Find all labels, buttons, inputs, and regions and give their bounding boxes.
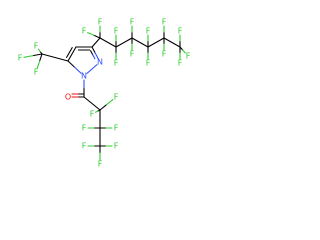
bond-n2-n1 bbox=[86, 64, 98, 74]
atom-label-f-3: F bbox=[34, 68, 39, 77]
bond-p2-p3 bbox=[115, 37, 133, 48]
bond-cco-ca bbox=[83, 96, 101, 111]
bond-c3-n2-inner-n bbox=[92, 54, 96, 60]
atom-label-o: O bbox=[65, 93, 71, 102]
atom-label-f-2: F bbox=[18, 54, 23, 63]
bond-p1-f2-h bbox=[87, 32, 95, 36]
atom-label-f-11: F bbox=[98, 18, 103, 27]
bond-c5-n1-c bbox=[67, 60, 76, 68]
bond-ca-f1-h bbox=[105, 98, 114, 106]
bond-c5-cf3 bbox=[41, 53, 69, 62]
bond-cf3-f3-c bbox=[39, 53, 43, 62]
atom-label-f-5: F bbox=[90, 110, 95, 119]
atom-label-f-12: F bbox=[82, 27, 87, 36]
atom-label-f-1: F bbox=[34, 42, 39, 51]
bond-p1-p2 bbox=[99, 37, 117, 48]
atom-label-f-15: F bbox=[130, 18, 135, 27]
bond-c3-n2-inner-c bbox=[90, 50, 94, 56]
bond-c5-c4-inner bbox=[66, 47, 73, 58]
atom-label-f-21: F bbox=[178, 27, 183, 36]
atom-label-f-19: F bbox=[162, 18, 167, 27]
atom-label-f-9: F bbox=[114, 142, 119, 151]
atom-label-f-18: F bbox=[146, 59, 151, 68]
bond-p4-p5 bbox=[147, 37, 165, 48]
bond-ca-f2-h bbox=[95, 110, 99, 113]
atom-label-f-13: F bbox=[114, 27, 119, 36]
bond-c3-n2-c bbox=[91, 46, 96, 54]
bond-p3-p4 bbox=[131, 37, 149, 48]
atom-label-f-17: F bbox=[146, 27, 151, 36]
atom-label-f-6: F bbox=[82, 124, 87, 133]
bond-cf3-f3-h bbox=[36, 60, 41, 69]
atom-label-f-14: F bbox=[114, 59, 119, 68]
atom-label-f-22: F bbox=[186, 52, 191, 61]
bond-c3-n2-h bbox=[94, 52, 99, 60]
bond-c3-p1 bbox=[91, 37, 101, 48]
bond-p1-f2-c bbox=[93, 34, 101, 39]
bond-cf3-f2-c bbox=[32, 53, 43, 57]
bond-c5-c4 bbox=[67, 46, 77, 62]
atom-label-f-10: F bbox=[98, 160, 103, 169]
atom-label-f-8: F bbox=[82, 142, 87, 151]
atom-label-f-7: F bbox=[114, 124, 119, 133]
atom-label-n1: N bbox=[81, 72, 87, 81]
atom-label-n2: N bbox=[97, 58, 103, 67]
bond-c5-n1-h bbox=[73, 66, 82, 74]
bond-p5-p6 bbox=[163, 37, 181, 48]
bond-cf3-f2-h bbox=[23, 55, 34, 58]
bond-p6-f2-h bbox=[182, 49, 186, 54]
bond-cf3-f1-h bbox=[37, 48, 41, 53]
atom-label-f-20: F bbox=[162, 50, 167, 59]
bond-ca-f1-c bbox=[99, 104, 107, 111]
atom-label-f-4: F bbox=[114, 93, 119, 102]
atom-label-f-23: F bbox=[178, 59, 183, 68]
atom-label-f-16: F bbox=[130, 50, 135, 59]
